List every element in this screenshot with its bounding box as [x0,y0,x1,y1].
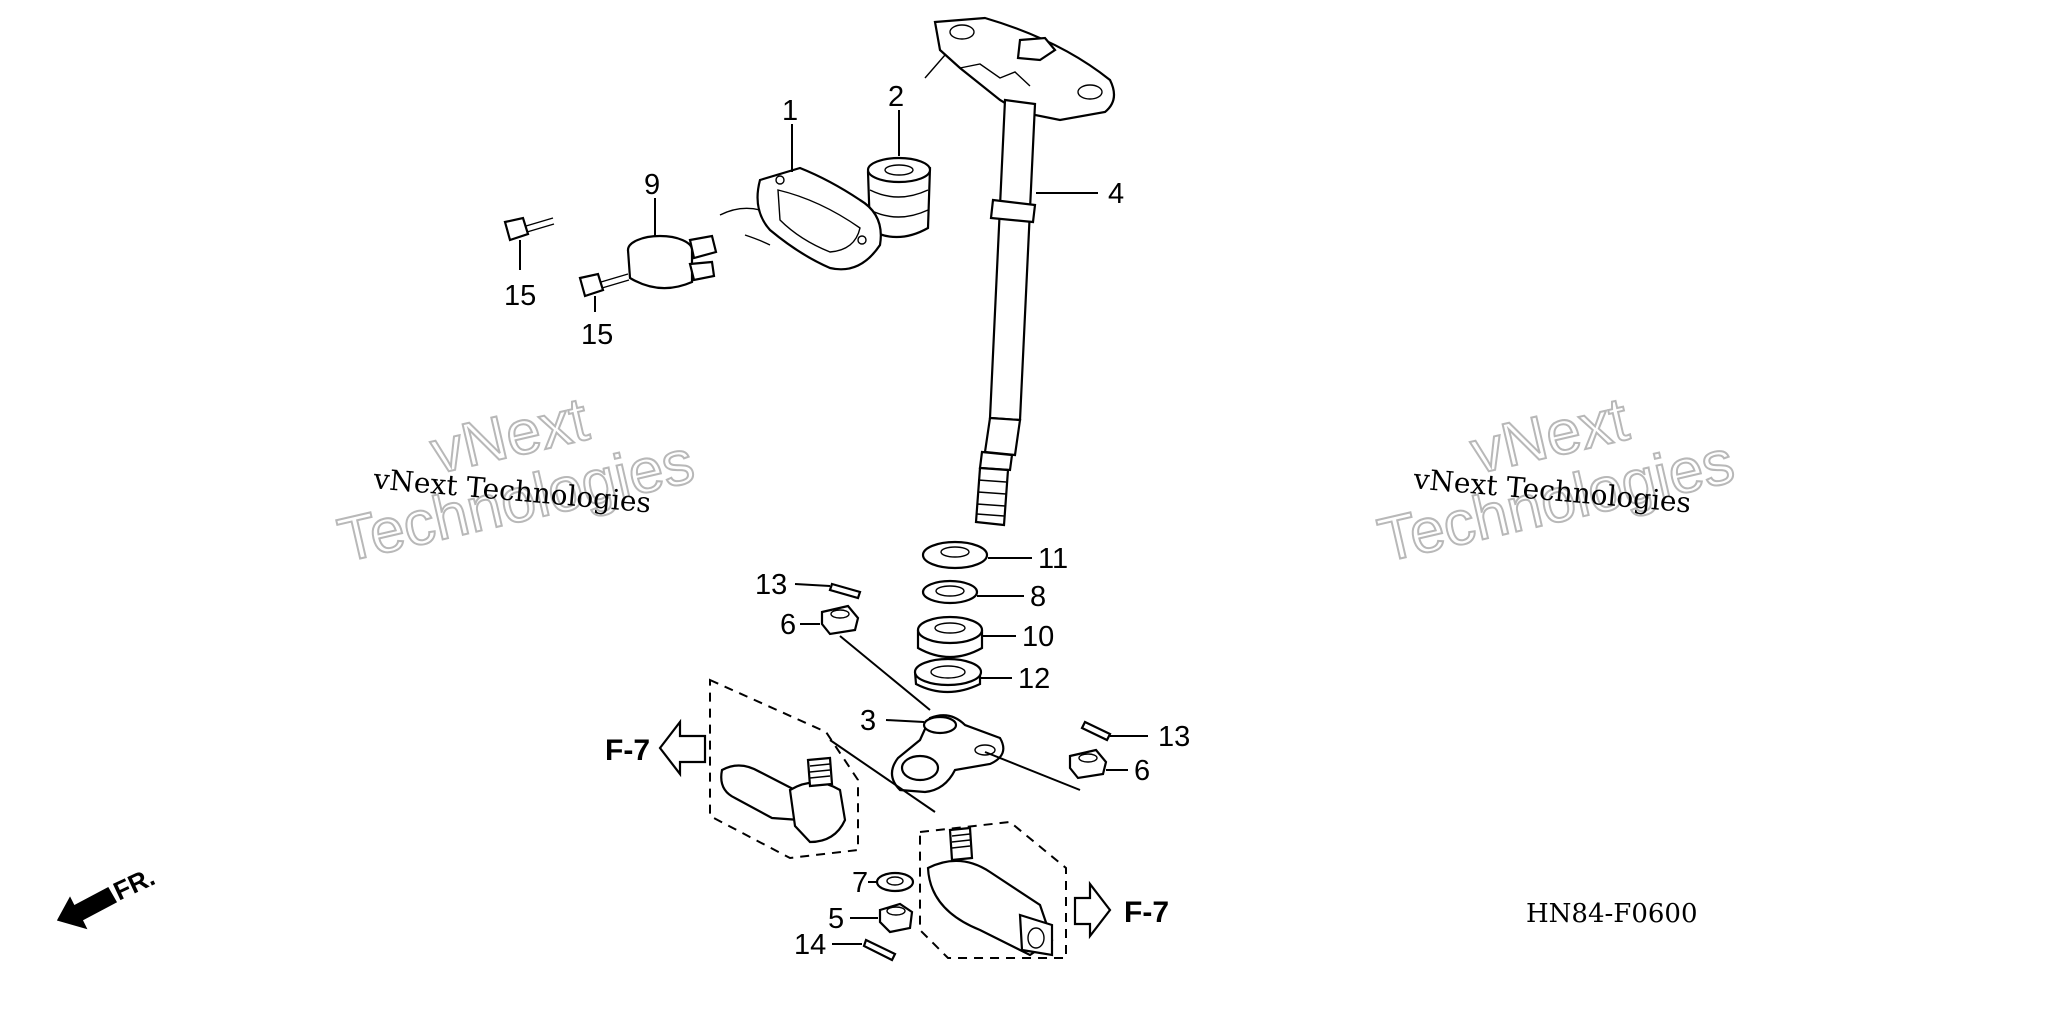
ref-arrow-left: F-7 [605,718,707,778]
tie-rod-end-left-part [720,756,847,844]
callout-2: 2 [888,81,904,113]
leader-13a [794,583,831,587]
cotter-pin-14-part [862,938,897,962]
washer-7-part [875,871,915,893]
callout-5: 5 [828,903,844,935]
callout-7: 7 [852,867,868,899]
assembly-line-right [984,751,1081,791]
callout-4: 4 [1108,178,1124,210]
callout-6a: 6 [780,609,796,641]
nut-5-part [878,902,914,934]
cotter-pin-13b-part [1080,720,1112,742]
diagram-code: HN84-F0600 [1526,899,1698,929]
callout-13b: 13 [1158,721,1190,753]
callout-3: 3 [860,705,876,737]
leader-3 [885,719,925,723]
seal-12-part [913,657,983,694]
callout-11: 11 [1038,543,1068,575]
clamp-holder-part [719,166,882,271]
callout-8: 8 [1030,581,1046,613]
assembly-line-left-rod [829,739,936,813]
callout-10: 10 [1022,621,1054,653]
callout-6b: 6 [1134,755,1150,787]
callout-15a: 15 [504,280,536,312]
callout-12: 12 [1018,663,1050,695]
cotter-pin-13a-part [828,582,862,600]
callout-9: 9 [644,169,660,201]
bolt-a-part [503,216,555,242]
bearing-11-part [921,540,989,570]
front-direction-arrow: FR. [56,861,160,930]
bearing-10-part [916,615,984,658]
nut-6a-part [820,604,860,636]
ref-arrow-right: F-7 [1073,880,1169,940]
ref-label-right: F-7 [1124,896,1169,929]
ref-label-left: F-7 [605,734,650,767]
callout-1: 1 [782,95,798,127]
bolt-b-part [578,272,630,298]
pitman-arm-part [890,714,1005,794]
callout-13a: 13 [755,569,787,601]
callout-15b: 15 [581,319,613,351]
washer-8-part [921,579,979,605]
nut-6b-part [1068,748,1108,780]
front-label: FR. [109,861,160,906]
callout-14: 14 [794,929,826,961]
bushing-part [866,156,932,239]
tie-rod-end-right-part [926,826,1054,957]
assembly-line-left [839,635,931,711]
steering-shaft-part [924,16,1116,527]
clamp-part [626,234,718,290]
